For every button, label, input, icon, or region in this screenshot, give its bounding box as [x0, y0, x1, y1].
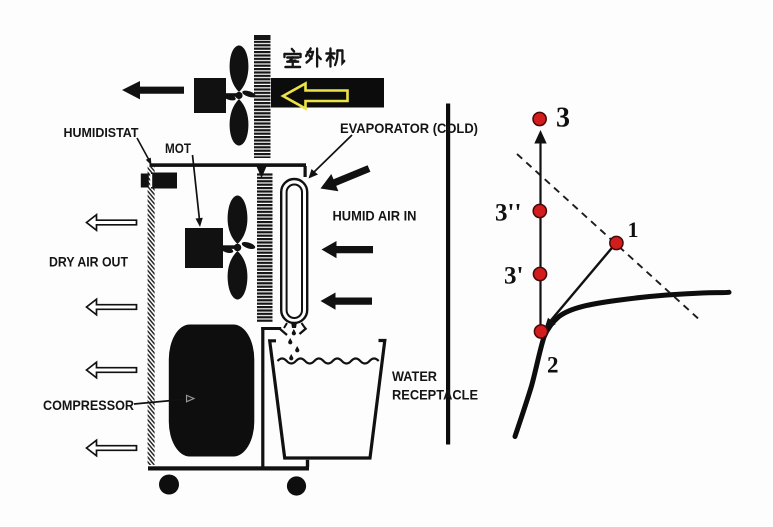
svg-text:WATER: WATER — [392, 368, 437, 384]
svg-text:3'': 3'' — [495, 200, 521, 227]
svg-text:RECEPTACLE: RECEPTACLE — [392, 387, 478, 403]
svg-text:2: 2 — [547, 353, 559, 378]
svg-text:EVAPORATOR (COLD): EVAPORATOR (COLD) — [340, 120, 478, 136]
svg-text:HUMIDISTAT: HUMIDISTAT — [64, 125, 139, 140]
svg-text:MOT: MOT — [165, 141, 192, 156]
svg-text:DRY AIR OUT: DRY AIR OUT — [49, 254, 128, 270]
svg-text:3: 3 — [556, 103, 570, 134]
svg-text:HUMID AIR IN: HUMID AIR IN — [333, 208, 417, 224]
svg-text:3': 3' — [504, 263, 523, 290]
svg-text:COMPRESSOR: COMPRESSOR — [43, 397, 134, 413]
svg-text:1: 1 — [628, 217, 639, 242]
